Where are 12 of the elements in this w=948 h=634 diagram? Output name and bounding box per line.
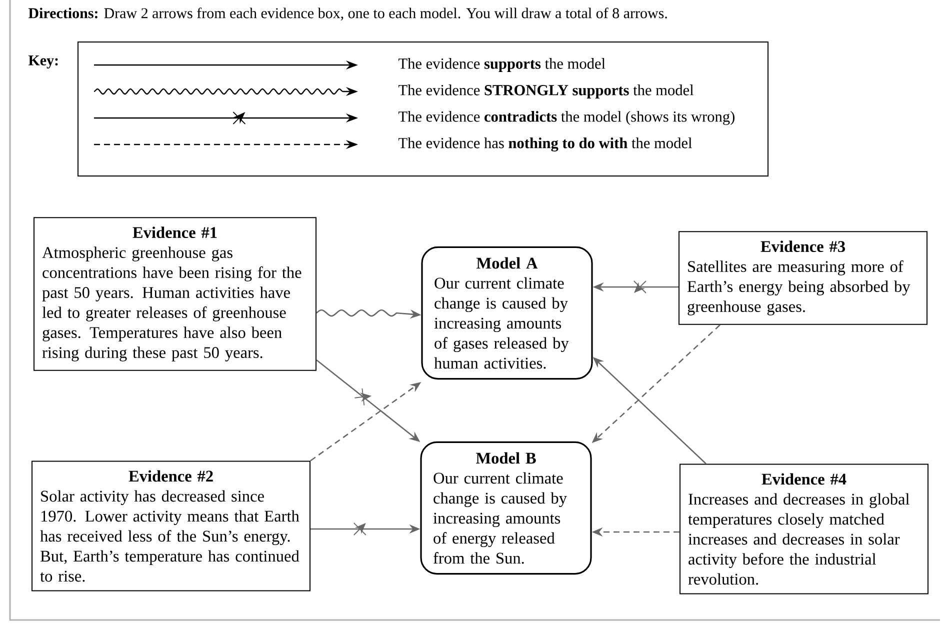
- model-box: Model A Our current climate change is caused by increasing amounts of gases released by human activities.: [421, 246, 593, 380]
- evidence-box: Evidence #1 Atmospheric greenhouse gas concentrations have been rising for the past 50 years. Human activities have led to greater releases of greenhouse gases. Temperatures have also been rising during these past 50 years.: [34, 217, 316, 371]
- key-label: Key:: [28, 55, 58, 69]
- key-text: The evidence contradicts the model (shows its wrong): [398, 111, 734, 125]
- key-text: The evidence has nothing to do with the model: [398, 138, 692, 152]
- directions-text: Directions: Draw 2 arrows from each evidence box, one to each model. You will draw a total of 8 arrows.: [28, 8, 667, 20]
- evidence-box: Evidence #2 Solar activity has decreased since 1970. Lower activity means that Earth has received less of the Sun’s energy. But, Earth’s temperature has continued to rise.: [32, 460, 310, 592]
- model-box: Model B Our current climate change is caused by increasing amounts of energy released from the Sun.: [420, 441, 592, 575]
- key-text: The evidence STRONGLY supports the model: [398, 84, 694, 98]
- key-text: The evidence supports the model: [398, 58, 606, 72]
- evidence-box: Evidence #4 Increases and decreases in global temperatures closely matched increases and decreases in solar activity before the industrial revolution.: [680, 464, 928, 594]
- evidence-box: Evidence #3 Satellites are measuring more of Earth’s energy being absorbed by greenhouse gases.: [678, 231, 928, 325]
